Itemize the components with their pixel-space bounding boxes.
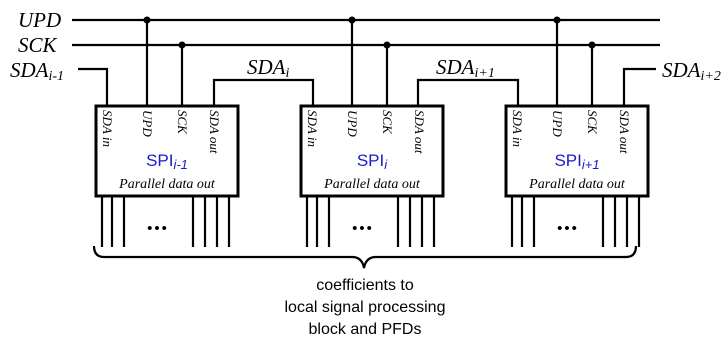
pin-label: SDA out	[617, 110, 632, 154]
parallel-out-label: Parallel data out	[118, 177, 216, 192]
junction-dot	[178, 41, 186, 49]
grouping-brace	[92, 245, 638, 269]
sda-link-2-label: SDAi+1	[436, 55, 495, 81]
spi-block-name: SPIi	[357, 151, 388, 172]
pin-label: SDA in	[510, 110, 525, 147]
spi-block-box	[94, 104, 240, 198]
junction-dot	[383, 41, 391, 49]
pin-label: UPD	[345, 110, 360, 137]
pin-label: UPD	[140, 110, 155, 137]
spi-block-box	[299, 104, 445, 198]
parallel-out-label: Parallel data out	[323, 177, 421, 192]
spi-block-box	[504, 104, 650, 198]
junction-dot	[348, 16, 356, 24]
pin-label: SDA in	[100, 110, 115, 147]
parallel-out-label: Parallel data out	[528, 177, 626, 192]
pin-label: SCK	[585, 110, 600, 135]
pin-label: SDA in	[305, 110, 320, 147]
sda-link-1-wire	[212, 78, 315, 106]
ellipsis-dots: •••	[147, 220, 169, 237]
caption-line-3: block and PFDs	[309, 321, 422, 338]
upd-label: UPD	[18, 8, 61, 32]
spi-block-name: SPIi+1	[554, 151, 599, 172]
pin-label: SCK	[175, 110, 190, 135]
sda-in-first-label: SDAi-1	[10, 58, 64, 84]
ellipsis-dots: •••	[557, 220, 579, 237]
caption-line-1: coefficients to	[316, 277, 414, 294]
sda-link-1-label: SDAi	[247, 55, 290, 81]
pin-label: SCK	[380, 110, 395, 135]
sda-out-last-label: SDAi+2	[662, 58, 721, 84]
ellipsis-dots: •••	[352, 220, 374, 237]
pin-label: UPD	[550, 110, 565, 137]
junction-dot	[143, 16, 151, 24]
pin-label: SDA out	[412, 110, 427, 154]
sda-out-last-wire	[622, 67, 656, 106]
junction-dot	[588, 41, 596, 49]
spi-block-name: SPIi-1	[146, 151, 188, 172]
caption-line-2: local signal processing	[285, 299, 446, 316]
sda-link-2-wire	[416, 78, 520, 106]
pin-label: SDA out	[207, 110, 222, 154]
sda-in-first-wire	[78, 67, 109, 106]
junction-dot	[553, 16, 561, 24]
sck-label: SCK	[18, 33, 58, 57]
